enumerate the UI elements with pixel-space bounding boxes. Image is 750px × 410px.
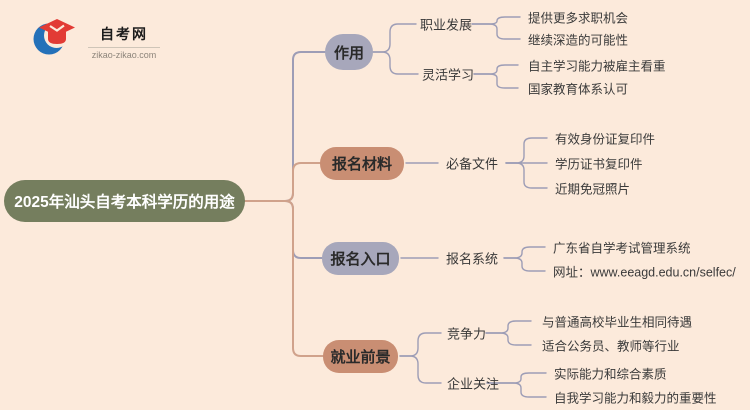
branch-node-materials: 报名材料 <box>320 147 404 180</box>
connector-prospects-enterprise <box>399 355 442 384</box>
logo-divider <box>88 47 160 48</box>
logo-domain: zikao-zikao.com <box>91 50 157 60</box>
leaf-text: 近期免冠照片 <box>555 182 631 197</box>
connector-system-leaf2 <box>503 257 546 272</box>
leaf-text: 国家教育体系认可 <box>528 82 629 97</box>
connector-usage-career <box>372 23 417 53</box>
connector-career-leaf1 <box>471 16 521 25</box>
leaf-text: 适合公务员、教师等行业 <box>542 339 680 354</box>
connector-root-prospects <box>244 200 324 357</box>
connector-enterprise-leaf2 <box>486 382 547 398</box>
branch-node-entry: 报名入口 <box>322 242 399 275</box>
leaf-text: 继续深造的可能性 <box>528 33 629 48</box>
leaf-text: 有效身份证复印件 <box>555 132 656 147</box>
branch-node-usage: 作用 <box>325 34 373 70</box>
branch-node-prospects: 就业前景 <box>323 340 398 373</box>
connector-root-materials <box>244 162 321 202</box>
connector-flexible-leaf2 <box>473 73 519 89</box>
connector-docs-leaf3 <box>505 162 548 189</box>
child-label-enterprise: 企业关注 <box>447 376 500 392</box>
connector-career-leaf2 <box>471 23 521 40</box>
connector-competitive-leaf1 <box>485 320 532 334</box>
child-label-competitive: 竞争力 <box>447 326 487 342</box>
logo-title: 自考网 <box>100 26 148 42</box>
leaf-text: 实际能力和综合素质 <box>554 367 667 382</box>
child-label-docs: 必备文件 <box>446 156 499 172</box>
leaf-text: 自主学习能力被雇主看重 <box>528 59 666 74</box>
site-logo[interactable]: 自考网 zikao-zikao.com <box>30 12 165 60</box>
connector-docs-leaf1 <box>505 137 548 164</box>
connector-root-entry <box>244 200 323 259</box>
root-node: 2025年汕头自考本科学历的用途 <box>4 180 245 222</box>
connector-usage-flexible <box>372 51 419 75</box>
leaf-text: 广东省自学考试管理系统 <box>553 241 691 256</box>
connector-root-usage <box>244 51 326 202</box>
connector-prospects-competitive <box>399 332 442 357</box>
leaf-text: 自我学习能力和毅力的重要性 <box>554 391 717 406</box>
graduation-cap-icon <box>33 19 75 55</box>
child-label-career: 职业发展 <box>420 17 473 33</box>
leaf-text: 与普通高校毕业生相同待遇 <box>542 315 693 330</box>
leaf-text: 网址：www.eeagd.edu.cn/selfec/ <box>553 265 736 280</box>
connector-flexible-leaf1 <box>473 64 519 75</box>
connector-competitive-leaf2 <box>485 332 532 346</box>
child-label-flexible: 灵活学习 <box>422 67 475 83</box>
child-label-system: 报名系统 <box>446 251 499 267</box>
connector-system-leaf1 <box>503 246 546 259</box>
leaf-text: 学历证书复印件 <box>555 157 643 172</box>
leaf-text: 提供更多求职机会 <box>528 11 629 26</box>
